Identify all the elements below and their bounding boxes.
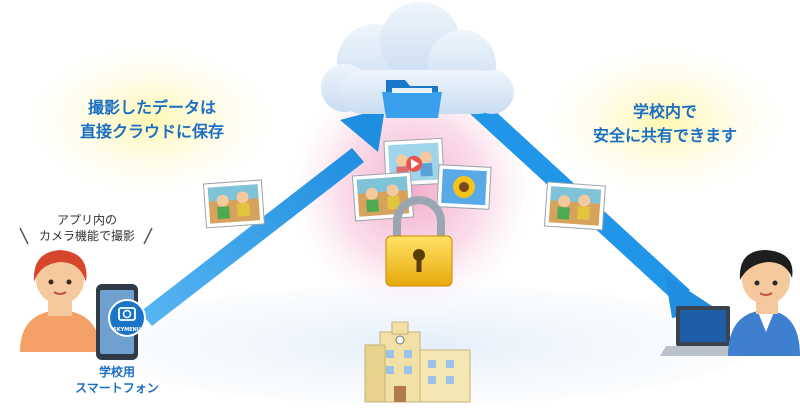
school-building [364,321,471,403]
padlock-icon [385,196,453,287]
camera-app-line1: アプリ内の [56,213,117,227]
phone-line2: スマートフォン [75,381,159,395]
speech-mark-right [143,227,153,245]
laptop-icon [660,306,746,356]
cloud-save-line1: 撮影したデータは [87,98,216,117]
photo-sunflower [436,164,492,210]
upload-arrow [140,108,385,326]
cloud-save-line2: 直接クラウドに保存 [79,122,224,141]
photo-right-arrow [543,181,606,231]
speech-mark-left [19,227,29,245]
teacher-woman [20,250,100,352]
camera-app-caption: アプリ内の カメラ機能で撮影 [28,212,146,244]
photo-class [351,171,414,222]
left-glow [25,45,275,195]
skymenu-app-icon: SKYMENU [108,299,146,337]
phone-caption: 学校用 スマートフォン [62,364,172,396]
skymenu-app-label: SKYMENU [113,327,141,333]
share-caption: 学校内で 安全に共有できます [570,100,760,148]
photo-left-arrow [202,179,265,229]
teacher-man [728,250,800,356]
folder-icon [382,80,442,118]
right-glow [545,47,785,197]
cloud-save-caption: 撮影したデータは 直接クラウドに保存 [62,96,242,144]
camera-app-line2: カメラ機能で撮影 [38,229,135,243]
share-line2: 安全に共有できます [592,126,737,145]
phone-line1: 学校用 [98,365,135,379]
share-line1: 学校内で [632,102,697,121]
